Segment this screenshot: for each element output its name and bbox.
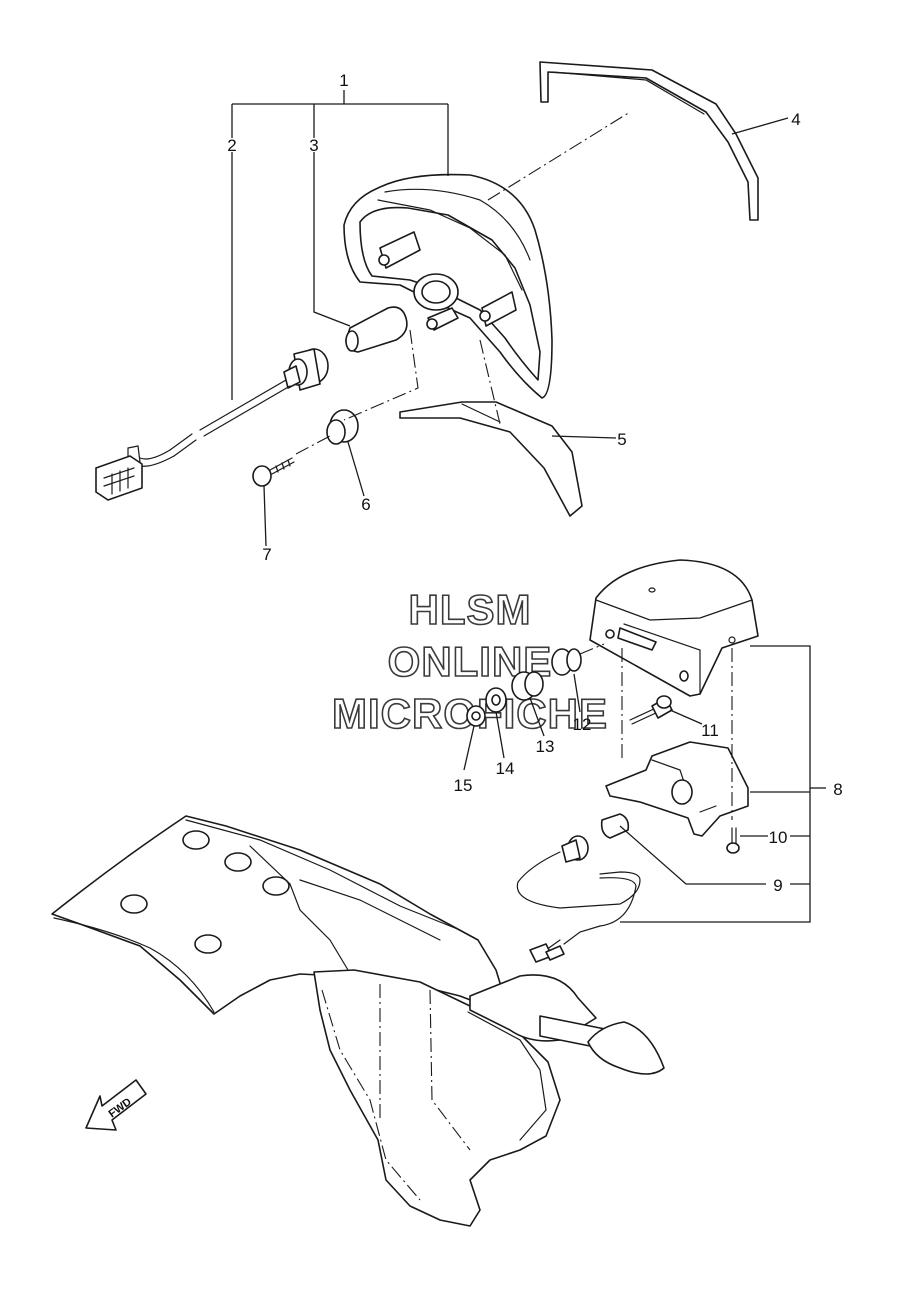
- callout-1: 1: [339, 71, 348, 90]
- part-3-bulb: [345, 306, 408, 353]
- part-11-bolt: [629, 695, 673, 725]
- callout-5: 5: [617, 430, 626, 449]
- callout-15: 15: [454, 776, 473, 795]
- callout-14: 14: [496, 759, 515, 778]
- part-1-tail-light-housing: [343, 173, 553, 399]
- callout-7: 7: [262, 545, 271, 564]
- forward-arrow-icon: [85, 1079, 147, 1131]
- part-2-socket-harness: [95, 348, 329, 501]
- callout-13: 13: [536, 737, 555, 756]
- rear-fender: [51, 815, 665, 1227]
- part-8-license-lamp-cover: [589, 559, 759, 697]
- callout-8: 8: [833, 780, 842, 799]
- callout-12: 12: [573, 715, 592, 734]
- part-10-screw: [726, 827, 740, 854]
- callout-9: 9: [773, 876, 782, 895]
- callout-11: 11: [701, 721, 719, 740]
- fwd-direction-arrow: FWD: [85, 1079, 147, 1131]
- callout-10: 10: [769, 828, 788, 847]
- callout-4: 4: [791, 110, 800, 129]
- part-14-washer: [485, 687, 507, 713]
- part-13-grommet: [511, 671, 544, 701]
- part-4-upper-cover: [539, 61, 759, 221]
- part-15-nut: [466, 705, 486, 727]
- callout-6: 6: [361, 495, 370, 514]
- part-8-license-lamp-bracket: [605, 741, 749, 837]
- part-5-lower-cover: [399, 401, 583, 517]
- part-6-grommet: [326, 409, 359, 445]
- callout-3: 3: [309, 136, 318, 155]
- part-7-screw: [252, 457, 295, 487]
- callout-2: 2: [227, 136, 236, 155]
- middle-leader-lines: [463, 643, 826, 923]
- part-9-socket-harness: [516, 813, 641, 963]
- callout-labels: 1 2 3 4 5 6 7 8 9 10 11 12 13 14 15: [227, 71, 842, 895]
- top-leader-lines: [231, 90, 789, 547]
- watermark-line-1: HLSM: [409, 586, 532, 633]
- part-12-collar: [551, 648, 582, 676]
